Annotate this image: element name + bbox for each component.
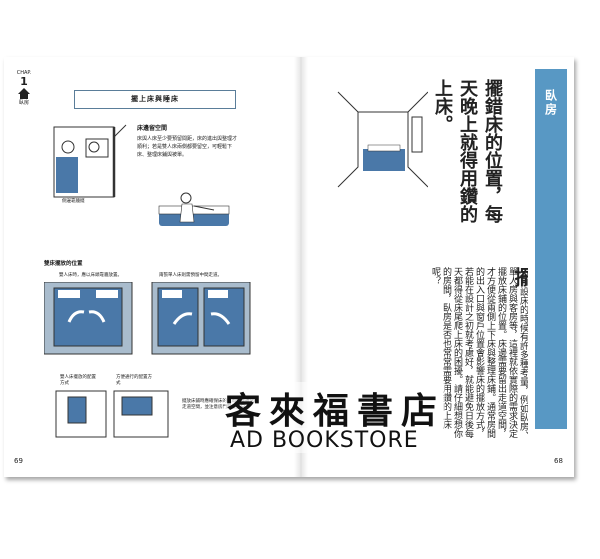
section2-title: 雙床擺放的位置 bbox=[44, 261, 83, 267]
tip-box: 床邊留空間 床與人床至少要預留間距，床的進出與整理才順利；若是雙人床兩側都要留空… bbox=[137, 125, 237, 159]
section-tab-label: 臥房 bbox=[543, 89, 558, 117]
headline: 擺錯床的位置，每天晚上就得用鑽的上床。 bbox=[432, 79, 503, 223]
person-making-bed-illustration bbox=[158, 192, 230, 226]
page-number-right: 68 bbox=[554, 457, 563, 465]
bed-plans-diagram bbox=[44, 282, 251, 355]
chapter-number: 1 bbox=[20, 75, 28, 88]
watermark-english: AD BOOKSTORE bbox=[230, 428, 419, 453]
caption-convenient-plan: 方便通行的配置方式 bbox=[116, 375, 152, 386]
book-gutter bbox=[294, 57, 308, 477]
chapter-topic: 臥房 bbox=[18, 100, 29, 106]
house-icon bbox=[9, 88, 39, 99]
chapter-marker: CHAP. 1 臥房 bbox=[9, 70, 39, 106]
room-layout-diagrams bbox=[55, 390, 169, 438]
bedroom-perspective-illustration bbox=[337, 91, 428, 188]
caption-double-bed: 雙人床時，應以床頭靠牆放置。 bbox=[59, 273, 122, 278]
caption-bed-side: 側邊靠牆擺 bbox=[62, 199, 85, 204]
left-page: CHAP. 1 臥房 擺上床與睡床 側邊靠牆擺 床邊留空間 床與人床至少要預留間… bbox=[4, 57, 294, 477]
right-page: 擺錯床的位置，每天晚上就得用鑽的上床。 臥房 擺設床的時候有許多種考量，例如臥房… bbox=[308, 57, 574, 477]
page-number-left: 69 bbox=[14, 457, 23, 465]
caption-twin-bed: 兩張單人床則需預留中間走道。 bbox=[159, 273, 222, 278]
section-tab: 臥房 bbox=[535, 69, 567, 429]
tip-heading: 床邊留空間 bbox=[137, 125, 168, 132]
tip-body: 床與人床至少要預留間距，床的進出與整理才順利；若是雙人床兩側都要留空，可輕鬆下床… bbox=[137, 136, 238, 158]
bedroom-plan-illustration bbox=[53, 124, 127, 198]
watermark-chinese: 客來福書店 bbox=[225, 382, 446, 434]
body-paragraph: 設床的時候有許多種考量，例如臥房、單人房與客房等，這裡就依實際的需求決定擺放床鋪… bbox=[430, 267, 528, 440]
section-title: 擺上床與睡床 bbox=[74, 90, 236, 109]
body-text: 擺設床的時候有許多種考量，例如臥房、單人房與客房等，這裡就依實際的需求決定擺放床… bbox=[348, 267, 528, 442]
chapter-label: CHAP. bbox=[16, 70, 32, 76]
caption-walkway-note: 擺放床鋪時應確保床的四周留有適當的走道空間，並注意房門開啟方向。 bbox=[182, 399, 259, 410]
caption-double-plan: 雙人床擺放的配置方式 bbox=[60, 375, 96, 386]
